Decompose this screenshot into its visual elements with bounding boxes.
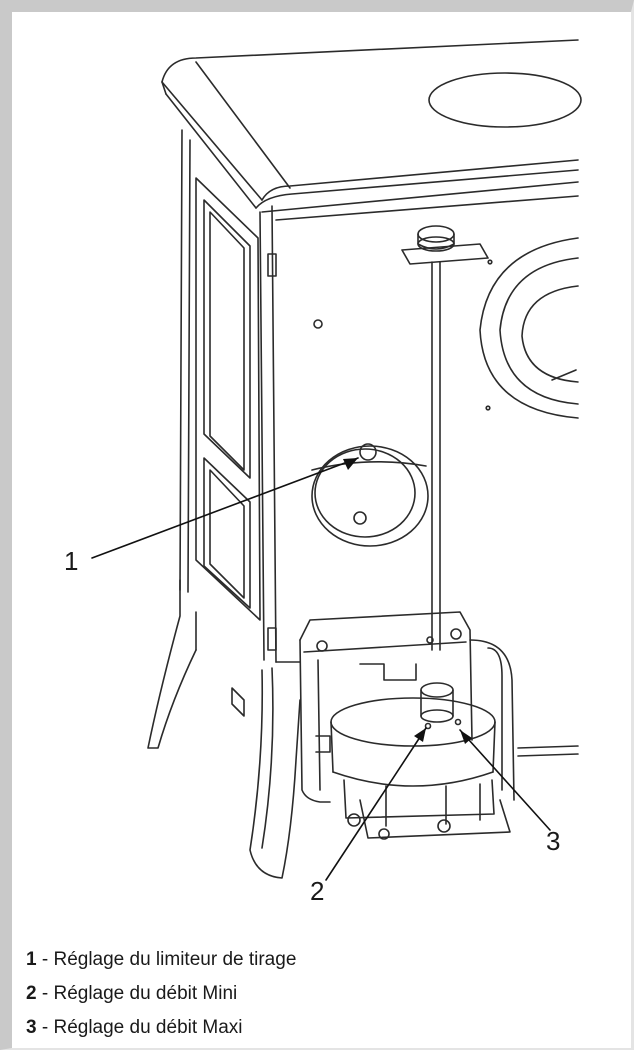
stove-legs <box>147 579 579 879</box>
legend: 1 - Réglage du limiteur de tirage 2 - Ré… <box>26 943 606 1045</box>
arrowhead-1 <box>343 458 358 470</box>
fasteners <box>313 259 493 411</box>
legend-text: Réglage du débit Maxi <box>53 1017 243 1038</box>
legend-text: Réglage du débit Mini <box>53 983 238 1004</box>
leader-line-1 <box>91 457 359 559</box>
legend-item-3: 3 - Réglage du débit Maxi <box>26 1011 606 1045</box>
stove-top-plate <box>161 39 579 213</box>
legend-separator: - <box>36 1017 54 1038</box>
leader-line-2 <box>325 727 427 881</box>
legend-item-2: 2 - Réglage du débit Mini <box>26 977 606 1011</box>
callout-number-3: 3 <box>546 826 561 856</box>
callout-number-1: 1 <box>64 546 79 576</box>
callout-number-2: 2 <box>310 876 325 906</box>
draught-limiter <box>311 443 429 547</box>
flue-collar <box>479 237 579 419</box>
side-wall <box>267 195 579 663</box>
legend-item-1: 1 - Réglage du limiteur de tirage <box>26 943 606 977</box>
side-door <box>195 177 261 621</box>
top-ring <box>428 72 582 128</box>
leader-arrowheads <box>343 458 472 744</box>
legend-text: Réglage du limiteur de tirage <box>53 949 297 970</box>
legend-number: 3 <box>26 1017 37 1038</box>
valve-bracket <box>299 611 515 803</box>
leader-lines <box>91 457 551 881</box>
front-post <box>179 129 277 663</box>
control-knob <box>401 225 489 651</box>
legend-separator: - <box>36 949 54 970</box>
legend-number: 2 <box>26 983 37 1004</box>
gas-valve <box>330 682 511 840</box>
arrowhead-3 <box>460 730 472 744</box>
arrowhead-2 <box>414 728 426 742</box>
legend-number: 1 <box>26 949 37 970</box>
legend-separator: - <box>36 983 54 1004</box>
leader-line-3 <box>459 729 551 831</box>
